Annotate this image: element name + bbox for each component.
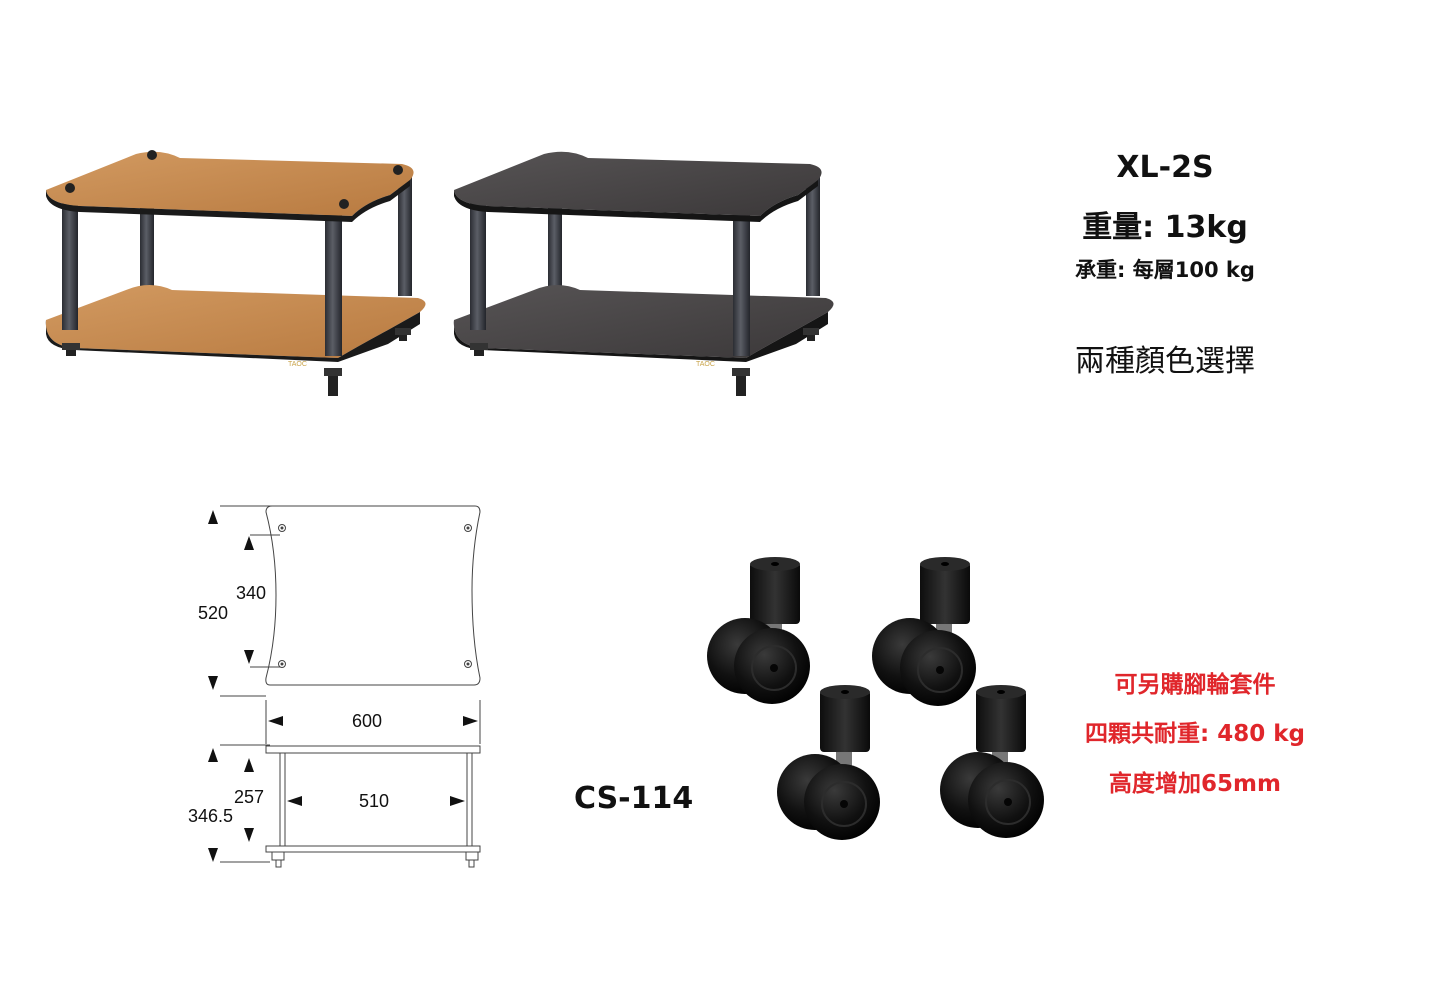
dim-346-label: 346.5	[188, 806, 234, 826]
top-shelf	[454, 151, 822, 216]
caster-4	[940, 685, 1044, 838]
front-bottom-shelf	[265, 845, 481, 853]
front-top-shelf	[265, 745, 481, 754]
dim-340-label: 340	[236, 583, 267, 603]
front-right-post	[325, 214, 342, 356]
front-left-post	[62, 202, 78, 330]
load-spec: 承重: 每層100 kg	[1075, 258, 1255, 282]
dim-257-label: 257	[234, 787, 265, 807]
dim-520-label: 520	[198, 603, 229, 623]
top-view-outline	[265, 505, 481, 686]
back-right-post	[398, 176, 412, 296]
promo-line-optional-casters: 可另購腳輪套件	[1114, 672, 1276, 698]
dimension-drawing	[208, 505, 481, 868]
stand-dark-image: TAOC	[453, 151, 834, 396]
caster-wheels-image	[707, 557, 1044, 840]
promo-line-height-increase: 高度增加65mm	[1109, 771, 1281, 797]
front-left-post	[470, 202, 486, 330]
brand-mark: TAOC	[696, 361, 715, 368]
color-options-text: 兩種顏色選擇	[1075, 344, 1255, 379]
promo-line-load-capacity: 四顆共耐重: 480 kg	[1085, 721, 1305, 747]
weight-spec: 重量: 13kg	[1082, 210, 1248, 245]
front-right-post	[733, 214, 750, 356]
dim-510-label: 510	[359, 791, 390, 811]
back-left-post	[140, 198, 154, 290]
brand-mark: TAOC	[288, 361, 307, 368]
back-left-post	[548, 198, 562, 290]
caster-2	[872, 557, 976, 706]
dim-600-label: 600	[352, 711, 383, 731]
top-shelf	[46, 151, 414, 216]
accessory-code: CS-114	[574, 781, 694, 816]
stand-wood-image: TAOC	[45, 150, 426, 396]
caster-3	[777, 685, 880, 840]
back-right-post	[806, 176, 820, 296]
caster-1	[707, 557, 810, 704]
model-name: XL-2S	[1116, 150, 1214, 185]
